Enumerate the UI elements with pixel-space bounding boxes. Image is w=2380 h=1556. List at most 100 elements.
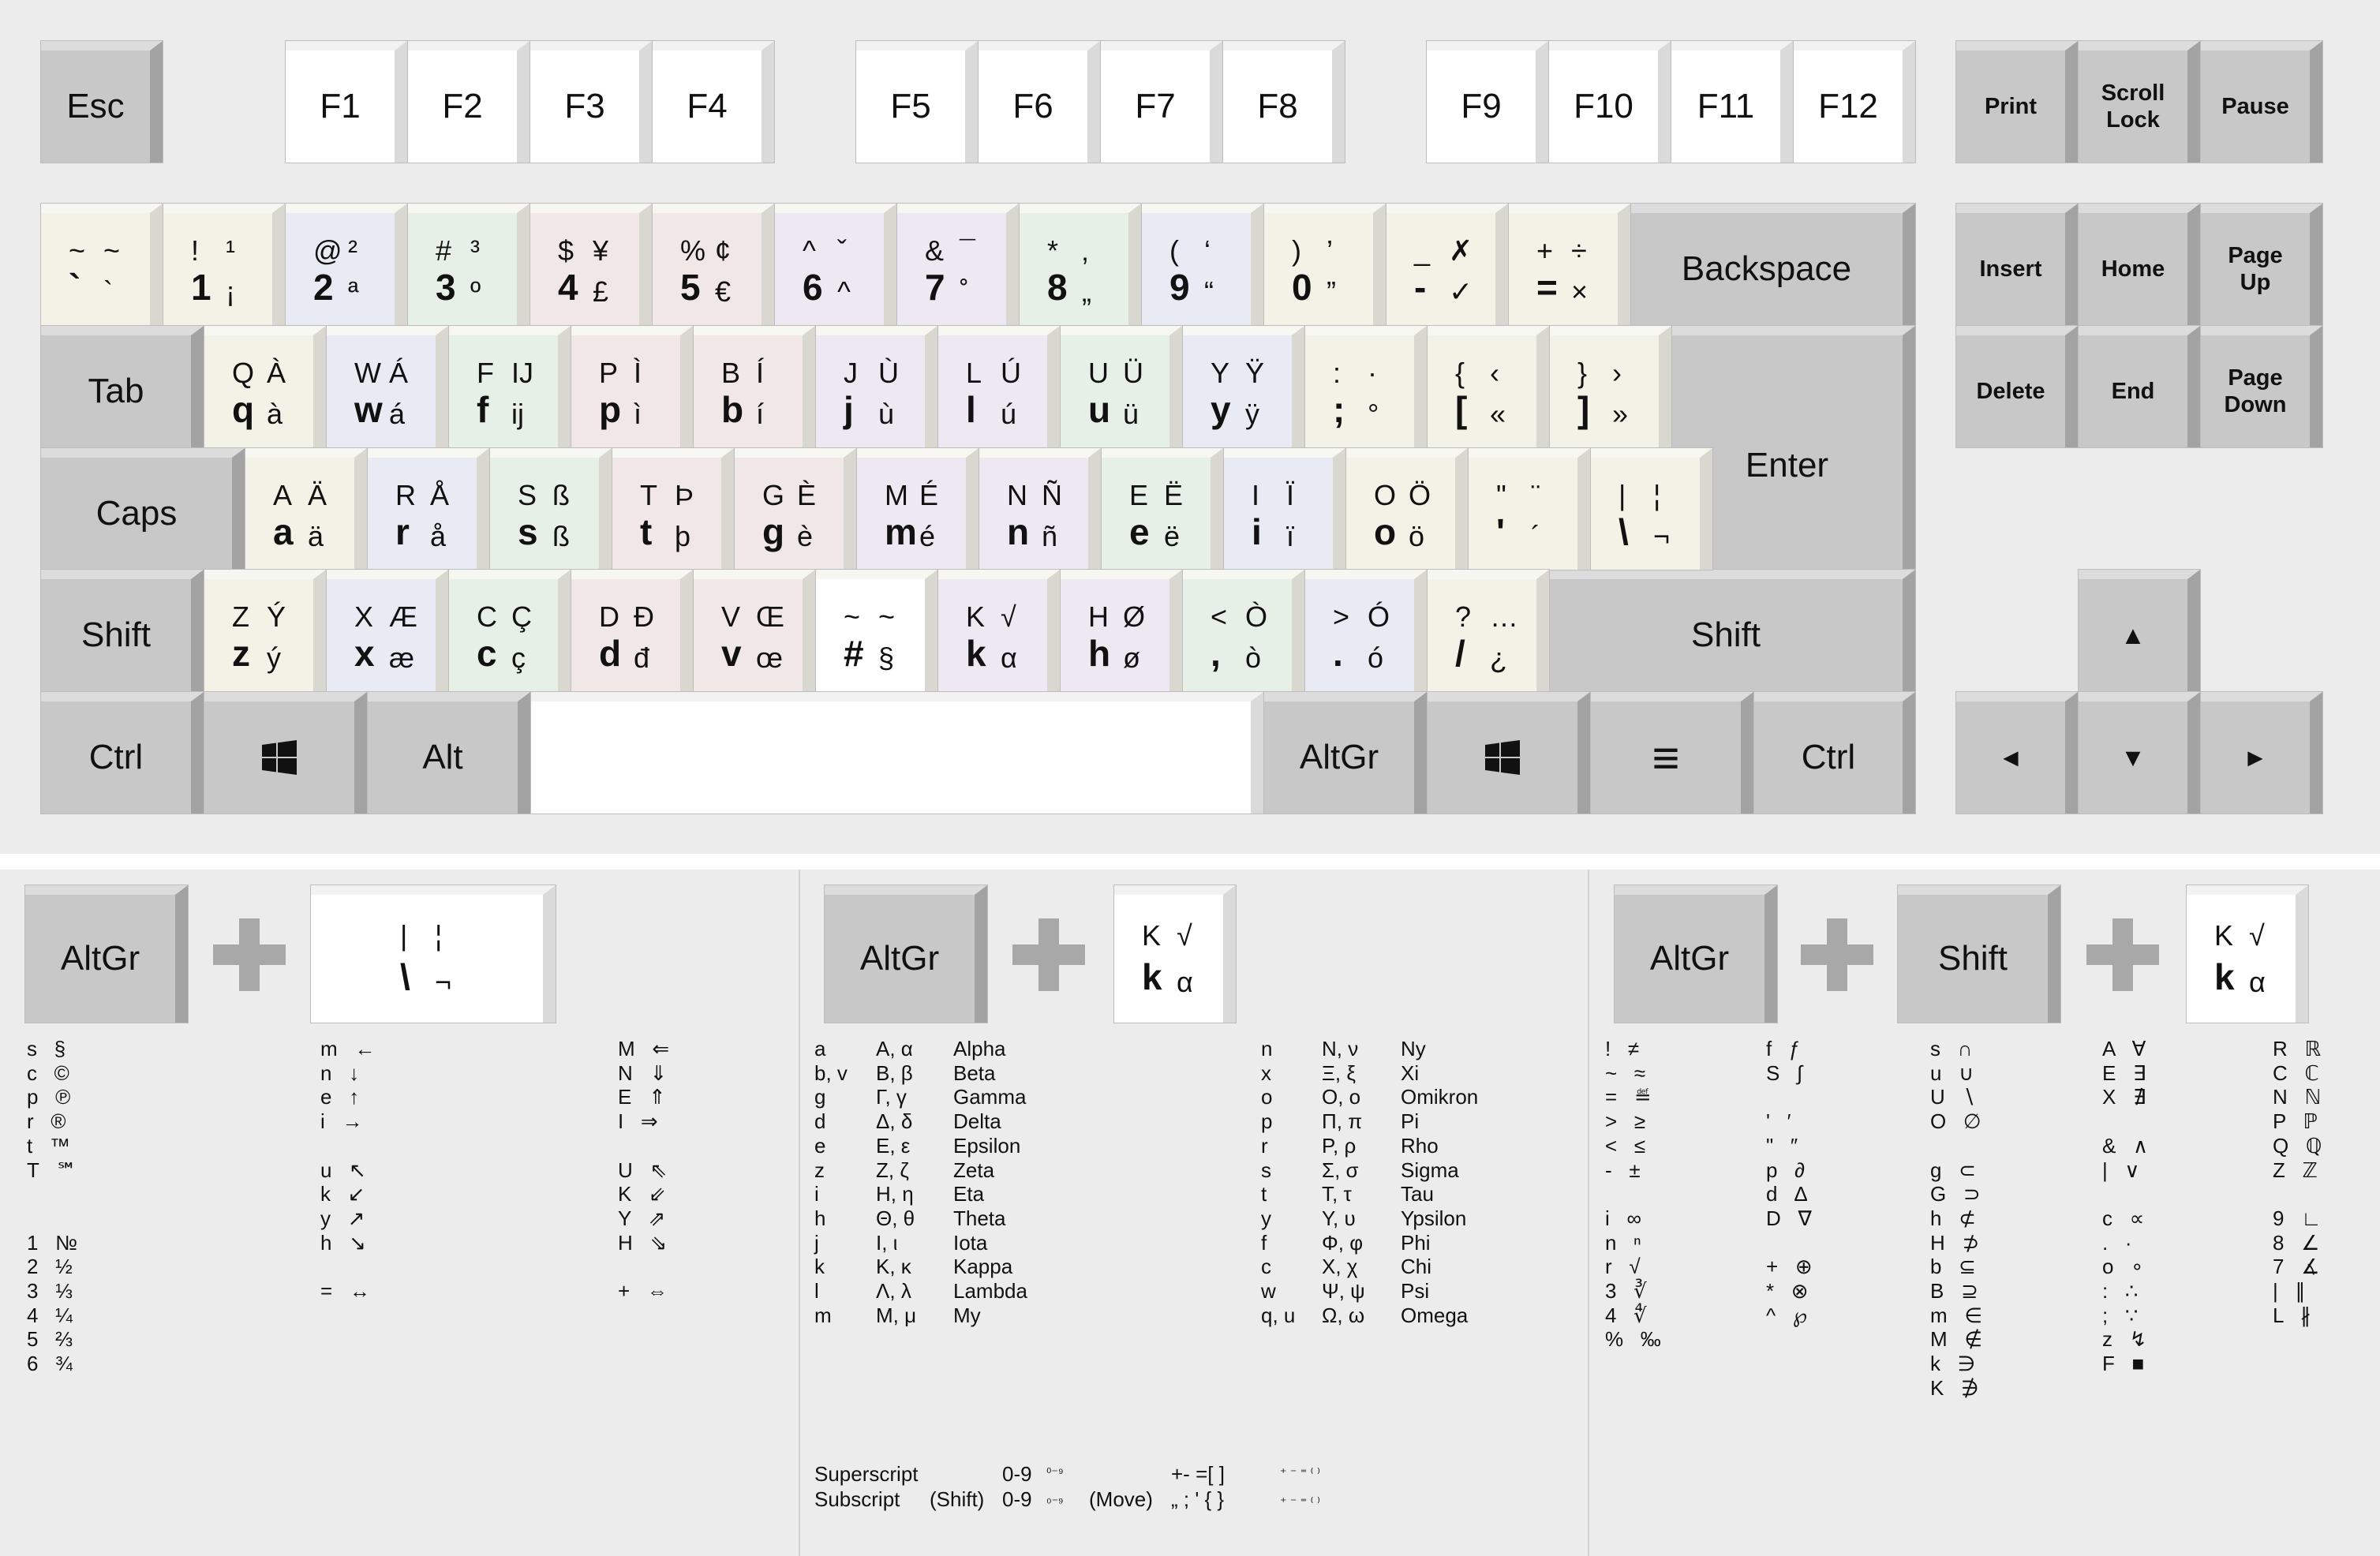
number-row-key[interactable]: *‚8„ [1020, 204, 1141, 325]
key-f8[interactable]: F8 [1223, 41, 1345, 163]
key-insert[interactable]: Insert [1956, 204, 2078, 325]
key-page-down[interactable]: Page Down [2201, 326, 2322, 447]
key-home[interactable]: Home [2079, 204, 2200, 325]
key-right-ctrl[interactable]: Ctrl [1754, 692, 1915, 814]
number-row-key[interactable]: $¥4£ [530, 204, 652, 325]
altgr-shift-char: Í [756, 357, 765, 390]
key-f7[interactable]: F7 [1101, 41, 1222, 163]
key-menu[interactable]: ≡ [1591, 692, 1753, 814]
number-row-key[interactable]: %¢5€ [653, 204, 774, 325]
key-alt[interactable]: Alt [368, 692, 530, 814]
key-print[interactable]: Print [1956, 41, 2078, 163]
key-label: AltGr [1299, 738, 1379, 776]
top-row-key[interactable]: }›]» [1550, 326, 1671, 447]
bottom-row-key[interactable]: <Ò,ò [1183, 570, 1304, 691]
key-caps[interactable]: Caps [41, 448, 245, 570]
key-left-win[interactable] [204, 692, 367, 814]
key-label: End [2111, 379, 2155, 404]
key-f5[interactable]: F5 [856, 41, 978, 163]
bottom-row-key[interactable]: ?…/¿ [1428, 570, 1549, 691]
altgr-char: € [715, 275, 732, 308]
top-row-key[interactable]: {‹[« [1428, 326, 1549, 447]
key-arrow-down[interactable]: ▼ [2079, 692, 2200, 814]
number-row-key[interactable]: (‘9“ [1142, 204, 1263, 325]
bottom-row-key[interactable]: >Ó.ó [1305, 570, 1427, 691]
key-left-shift[interactable]: Shift [41, 570, 204, 691]
key-f1[interactable]: F1 [286, 41, 407, 163]
key-f11[interactable]: F11 [1671, 41, 1793, 163]
key-f9[interactable]: F9 [1427, 41, 1548, 163]
base-char: g [762, 511, 785, 552]
key-tab[interactable]: Tab [41, 326, 204, 447]
number-row-key[interactable]: )’0” [1264, 204, 1386, 325]
altgr-shift-char: ¦ [435, 919, 443, 952]
key-f2[interactable]: F2 [408, 41, 530, 163]
key-delete[interactable]: Delete [1956, 326, 2078, 447]
number-row-key[interactable]: ~~`` [41, 204, 163, 325]
altgr-char: é [919, 519, 936, 552]
key-arrow-left[interactable]: ◄ [1956, 692, 2078, 814]
key-f3[interactable]: F3 [530, 41, 652, 163]
key-f6[interactable]: F6 [979, 41, 1100, 163]
number-row-key[interactable]: _✗-✓ [1386, 204, 1508, 325]
key-arrow-up[interactable]: ▲ [2079, 570, 2200, 691]
key-page-up[interactable]: Page Up [2201, 204, 2322, 325]
key-backspace[interactable]: Backspace [1630, 204, 1915, 325]
key-esc[interactable]: Esc [41, 41, 163, 163]
key-label: F7 [1135, 87, 1176, 125]
key-scroll-lock[interactable]: Scroll Lock [2079, 41, 2200, 163]
altgr-char: ö [1409, 519, 1425, 552]
key-f4[interactable]: F4 [653, 41, 774, 163]
key-f12[interactable]: F12 [1794, 41, 1915, 163]
key-end[interactable]: End [2079, 326, 2200, 447]
key-f10[interactable]: F10 [1549, 41, 1671, 163]
key-pause[interactable]: Pause [2201, 41, 2322, 163]
home-row-key[interactable]: "¨'´ [1469, 448, 1590, 570]
base-char: j [844, 388, 854, 430]
key-space[interactable] [531, 692, 1263, 814]
key-right-shift[interactable]: Shift [1549, 570, 1915, 691]
key-altgr[interactable]: AltGr [1264, 692, 1427, 814]
legend-divider [799, 870, 800, 1556]
number-row-key[interactable]: +÷=× [1509, 204, 1630, 325]
number-row-key[interactable]: &¯7˚ [897, 204, 1019, 325]
key-enter[interactable]: Enter [1671, 326, 1915, 570]
top-row-key[interactable]: :·;° [1305, 326, 1427, 447]
home-row-key[interactable]: |¦\¬ [1591, 448, 1712, 570]
altgr-char: ÿ [1245, 397, 1259, 430]
key-left-ctrl[interactable]: Ctrl [41, 692, 204, 814]
key-right-win[interactable] [1428, 692, 1590, 814]
key-arrow-right[interactable]: ► [2201, 692, 2322, 814]
bottom-row-key[interactable]: ~~#§ [816, 570, 937, 691]
